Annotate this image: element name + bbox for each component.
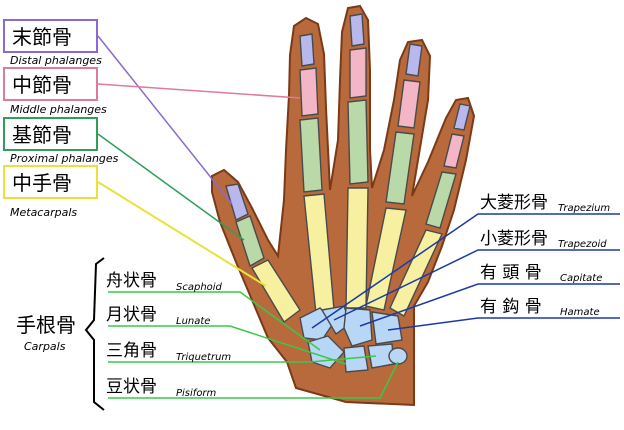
capitate-leader bbox=[359, 283, 620, 327]
proximal-label-jp: 基節骨 bbox=[12, 123, 72, 147]
hamate-label-en: Hamate bbox=[560, 307, 600, 318]
middle-label-en: Middle phalanges bbox=[10, 103, 107, 116]
little-distal-bone bbox=[453, 103, 471, 131]
carpal-capitate bbox=[343, 307, 373, 347]
little-middle-bone bbox=[443, 133, 465, 169]
carpal-hamate bbox=[371, 311, 403, 345]
trapezium-label-en: Trapezium bbox=[558, 203, 610, 214]
metacarpal-label-box bbox=[3, 165, 98, 199]
leader-lines bbox=[97, 35, 620, 399]
distal-leader bbox=[97, 35, 233, 205]
index-distal-bone bbox=[299, 33, 315, 67]
proximal-leader bbox=[97, 133, 245, 241]
trapezium-label-jp: 大菱形骨 bbox=[480, 193, 548, 213]
ring-proximal-bone bbox=[385, 131, 415, 205]
trapezoid-label-en: Trapezoid bbox=[558, 239, 607, 250]
middle-label-box bbox=[3, 67, 98, 101]
ring-distal-bone bbox=[405, 43, 423, 77]
little-metacarpal-bone bbox=[389, 229, 443, 317]
pisiform-leader bbox=[108, 361, 399, 399]
lunate-label-en: Lunate bbox=[176, 316, 210, 327]
distal-label-box bbox=[3, 19, 98, 53]
trapezium-leader bbox=[311, 213, 620, 329]
index-proximal-bone bbox=[299, 117, 323, 193]
proximal-label-en: Proximal phalanges bbox=[10, 152, 119, 165]
scaphoid-leader bbox=[108, 291, 321, 351]
thumb-proximal-bone bbox=[235, 215, 265, 268]
proximal-label-box bbox=[3, 117, 98, 151]
distal-label-jp: 末節骨 bbox=[12, 25, 72, 49]
capitate-label-jp: 有 頭 骨 bbox=[480, 263, 542, 283]
metacarpal-label-jp: 中手骨 bbox=[12, 171, 72, 195]
bones bbox=[225, 13, 471, 373]
lunate-label-jp: 月状骨 bbox=[106, 305, 157, 325]
little-proximal-bone bbox=[425, 171, 457, 229]
carpal-label-jp: 手根骨 bbox=[16, 313, 76, 337]
index-middle-bone bbox=[299, 67, 319, 117]
middle-leader bbox=[97, 83, 301, 99]
lunate-leader bbox=[108, 325, 347, 365]
thumb-distal-bone bbox=[225, 183, 249, 222]
capitate-label-en: Capitate bbox=[560, 273, 602, 284]
scaphoid-label-jp: 舟状骨 bbox=[106, 271, 157, 291]
middle-distal-bone bbox=[349, 13, 365, 47]
carpal-pisiform bbox=[388, 347, 408, 365]
metacarpal-label-en: Metacarpals bbox=[10, 206, 77, 219]
triquetrum-leader bbox=[108, 355, 377, 363]
middle-proximal-bone bbox=[347, 99, 369, 185]
middle-middle-bone bbox=[349, 47, 367, 99]
distal-label-en: Distal phalanges bbox=[10, 54, 102, 67]
pisiform-label-en: Pisiform bbox=[176, 388, 217, 399]
trapezoid-label-jp: 小菱形骨 bbox=[480, 229, 548, 249]
carpal-label-en: Carpals bbox=[24, 340, 66, 353]
thumb-metacarpal-bone bbox=[251, 259, 301, 324]
hamate-leader bbox=[387, 317, 620, 331]
triquetrum-label-jp: 三角骨 bbox=[106, 341, 157, 361]
ring-middle-bone bbox=[397, 79, 421, 129]
scaphoid-label-en: Scaphoid bbox=[176, 282, 223, 293]
hamate-label-jp: 有 鈎 骨 bbox=[480, 297, 542, 317]
middle-metacarpal-bone bbox=[345, 187, 369, 309]
trapezoid-leader bbox=[333, 249, 620, 321]
pisiform-label-jp: 豆状骨 bbox=[106, 377, 157, 397]
middle-label-jp: 中節骨 bbox=[12, 73, 72, 97]
carpal-triquetrum bbox=[367, 343, 395, 369]
triquetrum-label-en: Triquetrum bbox=[176, 352, 231, 363]
metacarpal-leader bbox=[97, 181, 267, 287]
carpals-bracket bbox=[84, 257, 105, 411]
